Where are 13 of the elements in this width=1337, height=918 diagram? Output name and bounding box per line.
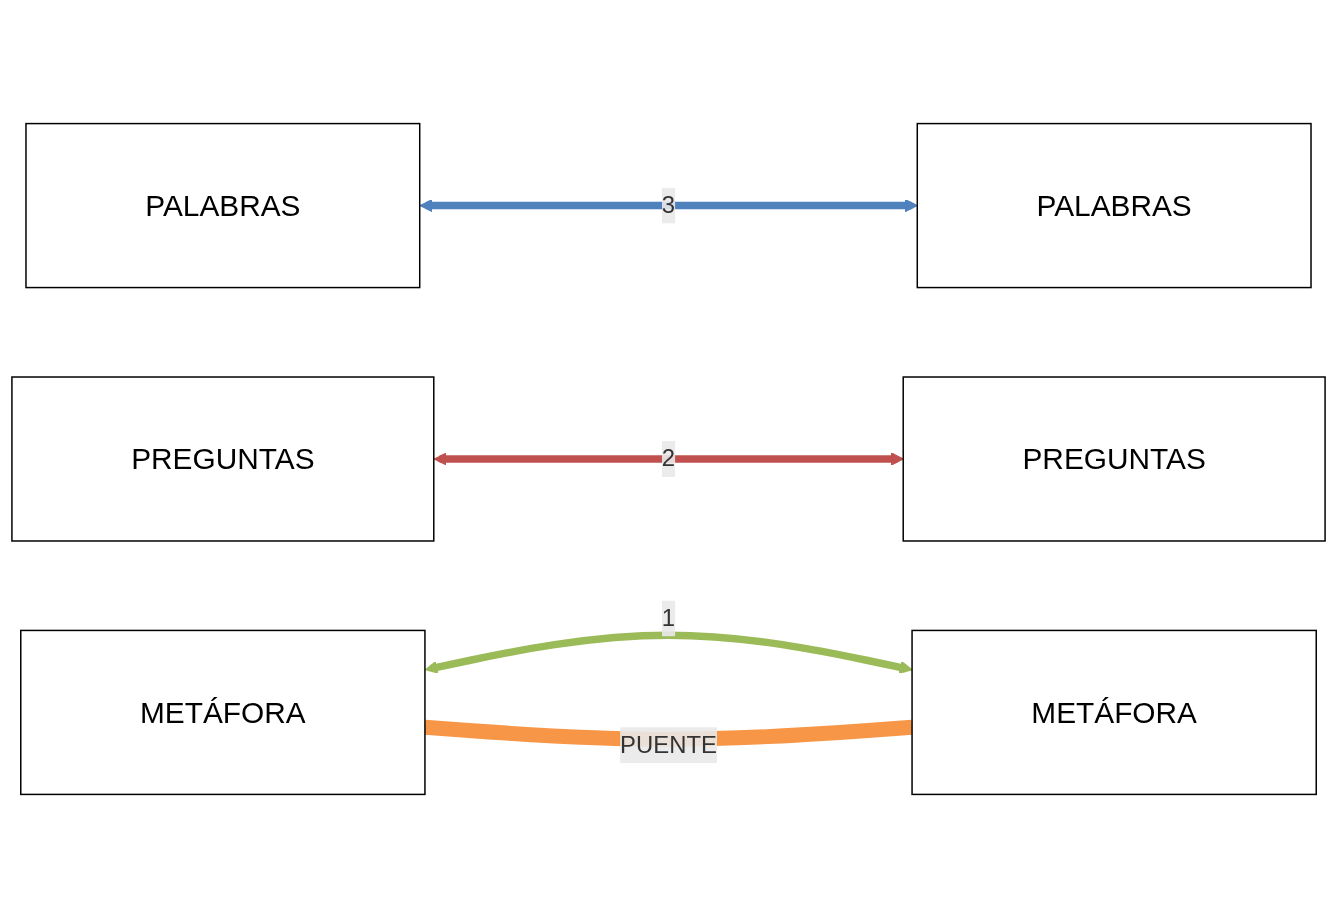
node-box: PREGUNTAS <box>902 376 1326 542</box>
node-box: PALABRAS <box>25 122 421 289</box>
arrow <box>424 631 913 674</box>
node-box: PREGUNTAS <box>11 376 435 542</box>
arrow <box>433 452 904 466</box>
edge-label: PUENTE <box>620 731 717 758</box>
edge-label: 2 <box>661 445 676 471</box>
edge-label: 1 <box>661 605 676 631</box>
arrow <box>419 199 918 213</box>
node-box: METÁFORA <box>911 629 1317 796</box>
node-box: METÁFORA <box>20 629 426 796</box>
edge-label: 3 <box>661 192 676 218</box>
node-box: PALABRAS <box>916 122 1312 289</box>
